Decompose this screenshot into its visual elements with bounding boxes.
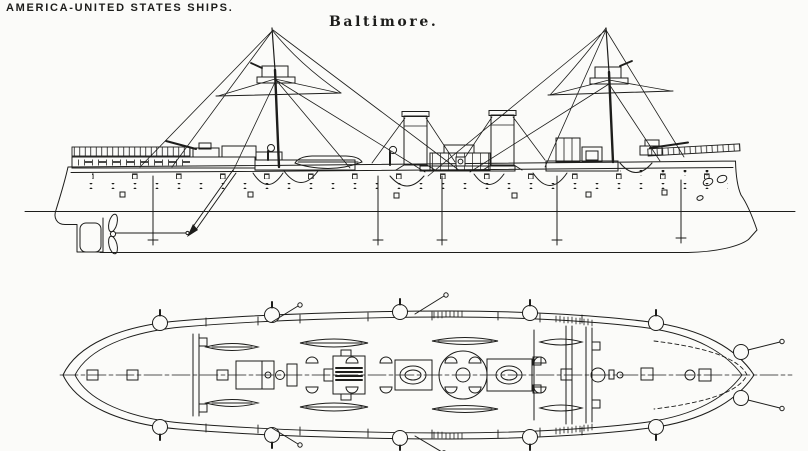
- aft-gun: [165, 140, 220, 158]
- deck-boat: [294, 155, 363, 170]
- plan-funnel-2: [486, 358, 533, 392]
- aft-railing: [71, 146, 191, 157]
- side-elevation-view: [24, 27, 796, 255]
- forecastle-railing: [647, 143, 741, 157]
- mainmast: [139, 27, 461, 173]
- plan-aft-deckhouse: [235, 360, 298, 390]
- plan-hull-outline: [62, 310, 755, 440]
- mainmast-rigging: [139, 29, 461, 173]
- forward-deckhouse: [545, 137, 619, 172]
- propeller: [108, 213, 118, 255]
- plan-foremast: [590, 367, 606, 383]
- propeller-shaft: [115, 230, 190, 236]
- hawse-holes: [696, 174, 728, 201]
- foremast-yard: [547, 90, 674, 96]
- net-booms: [147, 175, 687, 246]
- series-title: AMERICA-UNITED STATES SHIPS.: [6, 2, 234, 14]
- midship-deckhouse: [419, 144, 516, 172]
- funnel-1: [395, 111, 436, 171]
- deck-plan-view: [59, 292, 793, 451]
- plan-boat-booms: [271, 292, 785, 451]
- foremast: [427, 27, 685, 177]
- bow-gun: [639, 139, 689, 156]
- plan-gun-mounts: [152, 298, 749, 451]
- plan-mainmast: [275, 370, 285, 380]
- plan-grating-house: [323, 349, 366, 401]
- plan-railing-ticks: [433, 310, 593, 440]
- foremast-rigging: [427, 27, 685, 177]
- stern-boom: [187, 169, 237, 237]
- rudder: [79, 222, 102, 253]
- mainmast-yard: [215, 92, 342, 97]
- plan-centerline-fittings: [86, 367, 712, 383]
- funnel-guys: [371, 116, 546, 164]
- plan-boats: [204, 337, 584, 413]
- aft-superstructure: [71, 144, 356, 171]
- ship-boats-side: [252, 162, 653, 187]
- scuttle-lids: [119, 189, 668, 199]
- plan-bulkhead-tabs: [198, 337, 601, 413]
- forecastle-porthole-row: [620, 170, 726, 176]
- plan-cowl-vents: [305, 356, 547, 394]
- plan-hull-inner: [74, 316, 743, 434]
- plan-funnel-1: [394, 359, 433, 391]
- plan-bow-dashed-deck: [653, 340, 748, 410]
- ship-name: Baltimore.: [329, 14, 439, 30]
- cowl-vent: [388, 145, 398, 166]
- plan-davit-ticks: [205, 311, 583, 439]
- gunport-row: [92, 173, 720, 179]
